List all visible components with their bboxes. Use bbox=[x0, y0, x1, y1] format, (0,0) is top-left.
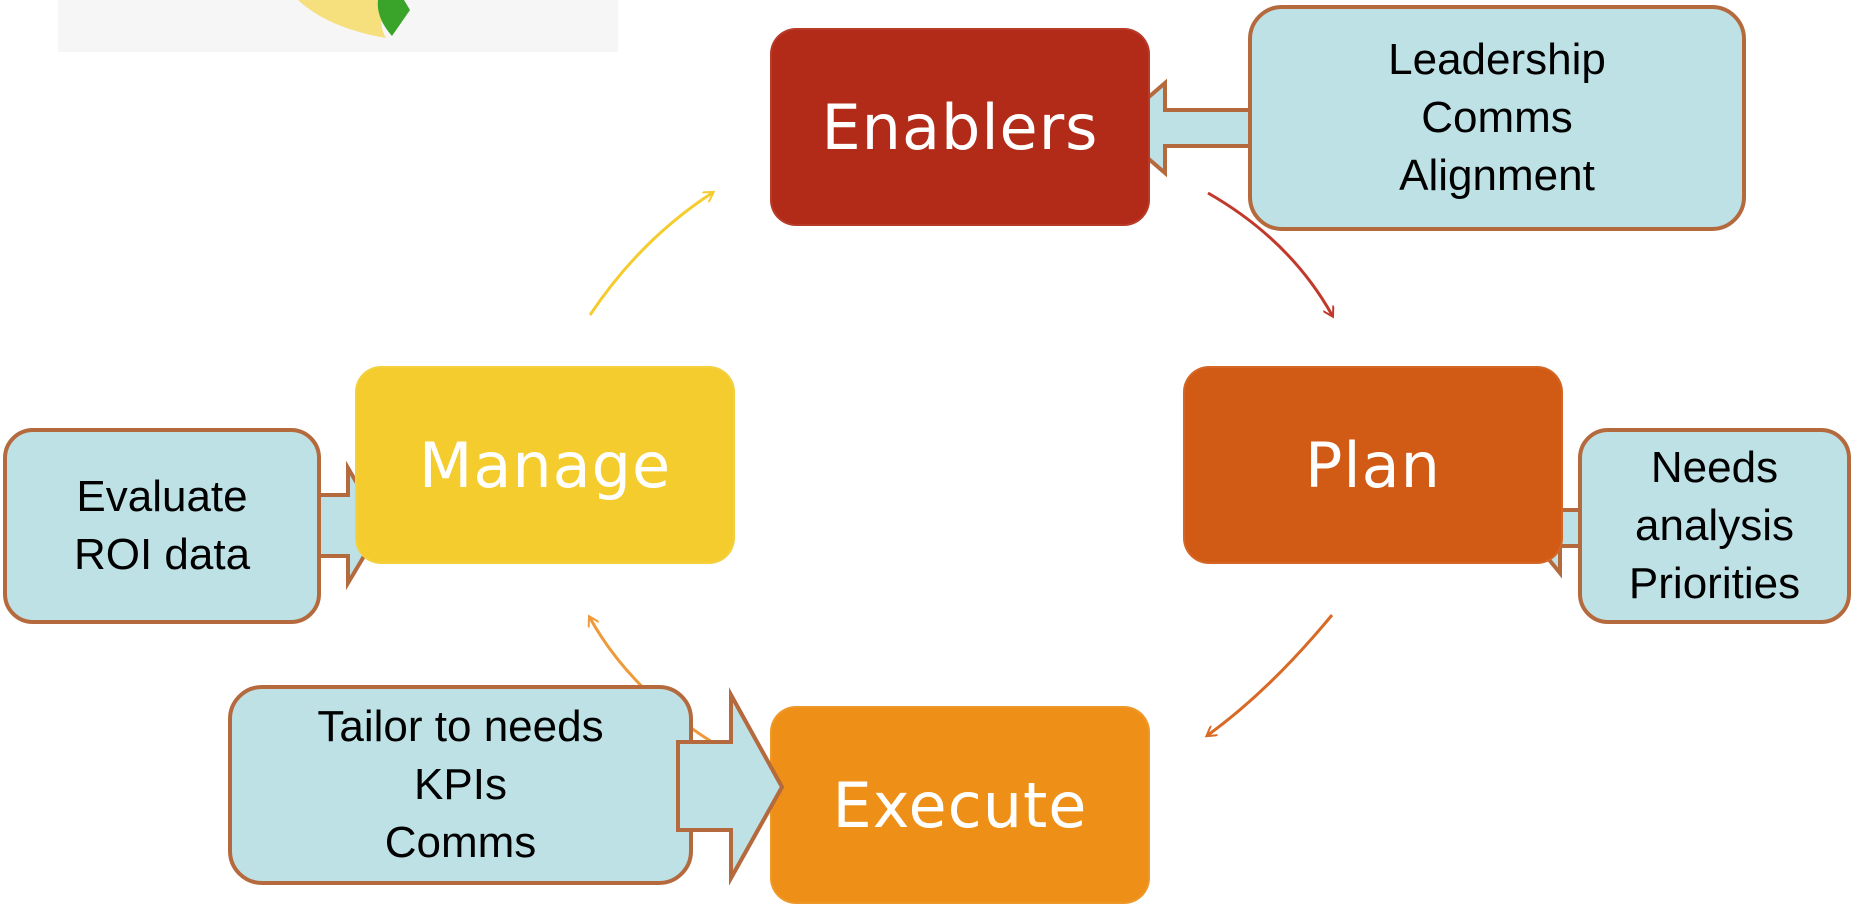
stage-manage-label: Manage bbox=[418, 428, 672, 502]
note-enablers: Leadership Comms Alignment bbox=[1248, 5, 1746, 231]
note-execute: Tailor to needs KPIs Comms bbox=[228, 685, 693, 885]
stage-plan-label: Plan bbox=[1305, 428, 1441, 502]
note-manage-line-1: Evaluate bbox=[76, 472, 248, 521]
block-arrow-to-execute bbox=[676, 687, 785, 886]
stage-execute: Execute bbox=[770, 706, 1150, 904]
note-enablers-line-2: Comms bbox=[1421, 93, 1573, 142]
note-manage: Evaluate ROI data bbox=[3, 428, 321, 624]
note-plan-line-2: analysis bbox=[1635, 501, 1794, 550]
note-execute-line-2: KPIs bbox=[414, 760, 507, 809]
stage-execute-label: Execute bbox=[832, 768, 1088, 842]
logo-panel bbox=[58, 0, 618, 52]
cycle-arrow-enablers-to-plan bbox=[1207, 191, 1332, 315]
cycle-arrow-manage-to-enablers bbox=[588, 193, 712, 316]
stage-enablers: Enablers bbox=[770, 28, 1150, 226]
note-plan-line-1: Needs bbox=[1650, 443, 1779, 492]
stage-manage: Manage bbox=[355, 366, 735, 564]
note-execute-line-3: Comms bbox=[384, 818, 537, 867]
note-enablers-line-1: Leadership bbox=[1388, 35, 1606, 84]
note-manage-line-2: ROI data bbox=[73, 530, 251, 579]
note-plan-line-3: Priorities bbox=[1628, 559, 1801, 608]
note-plan: Needs analysis Priorities bbox=[1578, 428, 1851, 624]
note-execute-line-1: Tailor to needs bbox=[317, 702, 604, 751]
stage-plan: Plan bbox=[1183, 366, 1563, 564]
cycle-arrow-plan-to-execute bbox=[1208, 614, 1334, 735]
stage-enablers-label: Enablers bbox=[821, 90, 1099, 164]
logo-graphic bbox=[298, 0, 410, 38]
note-enablers-line-3: Alignment bbox=[1399, 151, 1595, 200]
